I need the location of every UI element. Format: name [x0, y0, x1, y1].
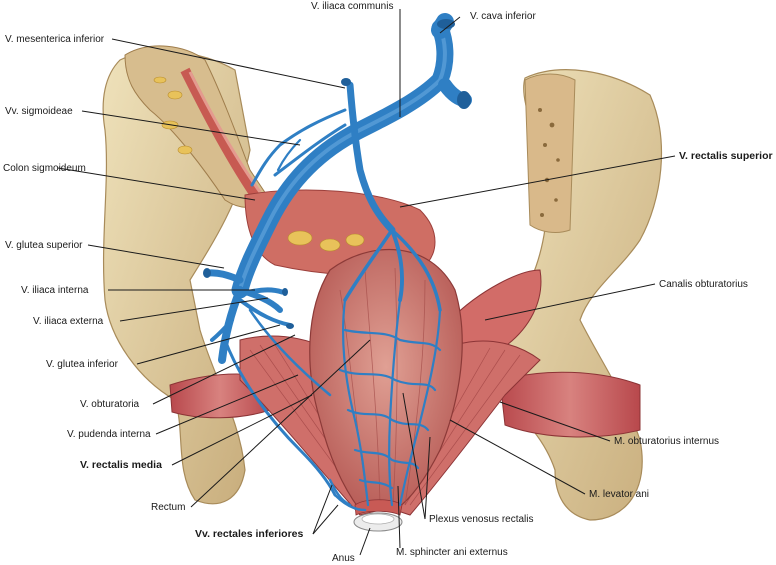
veins: [203, 13, 472, 512]
label-v-iliaca-communis: V. iliaca communis: [311, 1, 393, 12]
label-v-rectalis-media: V. rectalis media: [80, 459, 162, 471]
label-v-glutea-inferior: V. glutea inferior: [46, 359, 119, 370]
label-colon-sigmoideum: Colon sigmoideum: [3, 163, 86, 174]
label-v-rectalis-superior: V. rectalis superior: [679, 150, 773, 162]
label-m-levator-ani: M. levator ani: [589, 489, 649, 500]
label-v-pudenda-interna: V. pudenda interna: [67, 429, 151, 440]
label-rectum: Rectum: [151, 502, 185, 513]
leader-lines: [57, 9, 676, 556]
label-v-glutea-superior: V. glutea superior: [5, 240, 83, 251]
label-vv-rectales-inferiores: Vv. rectales inferiores: [195, 528, 304, 540]
label-v-cava-inferior: V. cava inferior: [470, 11, 536, 22]
label-plexus-venosus-rectalis: Plexus venosus rectalis: [429, 514, 534, 525]
label-v-iliaca-externa: V. iliaca externa: [33, 316, 104, 327]
label-v-mesenterica-inferior: V. mesenterica inferior: [5, 34, 105, 45]
label-canalis-obturatorius: Canalis obturatorius: [659, 279, 748, 290]
labels: V. iliaca communis V. cava inferior V. m…: [3, 1, 773, 564]
label-m-obturatorius-internus: M. obturatorius internus: [614, 436, 719, 447]
label-v-iliaca-interna: V. iliaca interna: [21, 285, 89, 296]
label-v-obturatoria: V. obturatoria: [80, 399, 140, 410]
label-vv-sigmoideae: Vv. sigmoideae: [5, 106, 73, 117]
label-anus: Anus: [332, 553, 355, 564]
label-m-sphincter-ani-externus: M. sphincter ani externus: [396, 547, 508, 558]
